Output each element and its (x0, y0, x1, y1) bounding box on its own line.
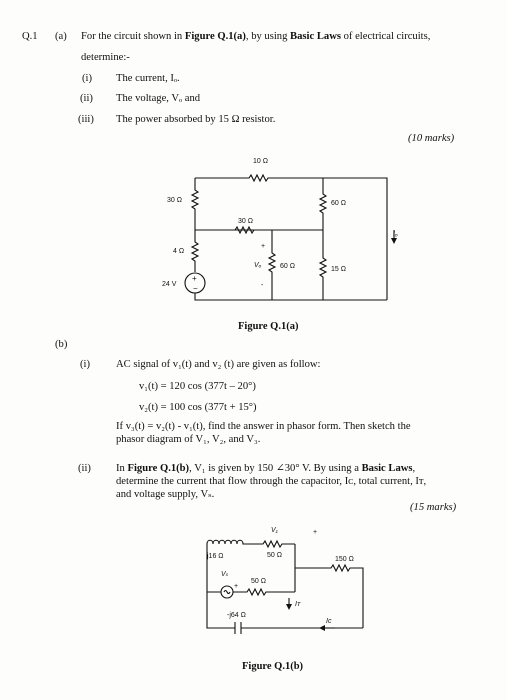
label-vs-plus: + (234, 583, 238, 590)
part-b-label: (b) (55, 339, 68, 350)
part-a-intro: For the circuit shown in Figure Q.1(a), … (81, 31, 431, 42)
circuit-figure-b: V₁ + j16 Ω 50 Ω 150 Ω Vₛ + 50 Ω Iᴛ -j64 … (206, 527, 364, 634)
label-io: Iₒ (393, 231, 398, 238)
label-vo-minus: - (261, 282, 264, 289)
item-num: (iii) (78, 114, 94, 125)
source-minus: − (193, 284, 198, 293)
sub-i-intro: AC signal of v₁(t) and v₂ (t) are given … (116, 359, 321, 370)
label-50ohm-top: 50 Ω (267, 552, 282, 559)
label-v1-plus: + (313, 529, 317, 536)
label-10ohm: 10 Ω (253, 158, 268, 165)
item-text: The current, Iₒ. (116, 73, 180, 84)
sub-i-if-line2: phasor diagram of V₁, V₂, and V₃. (116, 434, 261, 445)
question-number: Q.1 (22, 31, 38, 42)
label-it: Iᴛ (295, 601, 301, 608)
label-ic: Iᴄ (326, 618, 332, 625)
label-4ohm: 4 Ω (173, 248, 184, 255)
label-v1: V₁ (271, 527, 279, 534)
part-a-marks: (10 marks) (408, 133, 455, 144)
sub-ii-line1: In Figure Q.1(b), V₁ is given by 150 ∠30… (116, 463, 416, 474)
label-vo-plus: + (261, 243, 265, 250)
label-150ohm: 150 Ω (335, 556, 354, 563)
figure-caption-b: Figure Q.1(b) (242, 661, 304, 672)
label-50ohm-mid: 50 Ω (251, 578, 266, 585)
label-30ohm-mid: 30 Ω (238, 218, 253, 225)
label-24v: 24 V (162, 281, 177, 288)
item-text: The power absorbed by 15 Ω resistor. (116, 114, 276, 125)
label-capacitor: -j64 Ω (227, 612, 246, 619)
label-30ohm-left: 30 Ω (167, 197, 182, 204)
label-j16: j16 Ω (206, 553, 224, 560)
item-text: The voltage, Vₒ and (116, 93, 201, 104)
label-60ohm-right: 60 Ω (331, 200, 346, 207)
sub-ii-num: (ii) (78, 463, 91, 474)
item-num: (i) (82, 73, 92, 84)
item-num: (ii) (80, 93, 93, 104)
sub-i-num: (i) (80, 359, 90, 370)
label-15ohm: 15 Ω (331, 266, 346, 273)
label-vo: Vₒ (254, 262, 262, 269)
part-a-label: (a) (55, 31, 67, 42)
label-vs: Vₛ (221, 571, 229, 578)
sub-ii-line3: and voltage supply, Vₛ. (116, 489, 215, 500)
part-a-determine: determine:- (81, 52, 130, 63)
label-60ohm-mid: 60 Ω (280, 263, 295, 270)
circuit-figure-a: + − 10 Ω 30 Ω 30 Ω 4 Ω 24 V + Vₒ - 60 Ω … (162, 158, 398, 301)
equation-v1: v₁(t) = 120 cos (377t – 20°) (139, 381, 256, 392)
sub-ii-line2: determine the current that flow through … (116, 476, 427, 487)
source-plus: + (192, 274, 197, 283)
figure-caption-a: Figure Q.1(a) (238, 321, 299, 332)
part-b-marks: (15 marks) (410, 502, 457, 513)
equation-v2: v₂(t) = 100 cos (377t + 15°) (139, 402, 257, 413)
sub-i-if-line1: If v₃(t) = v₂(t) - v₁(t), find the answe… (116, 421, 411, 432)
